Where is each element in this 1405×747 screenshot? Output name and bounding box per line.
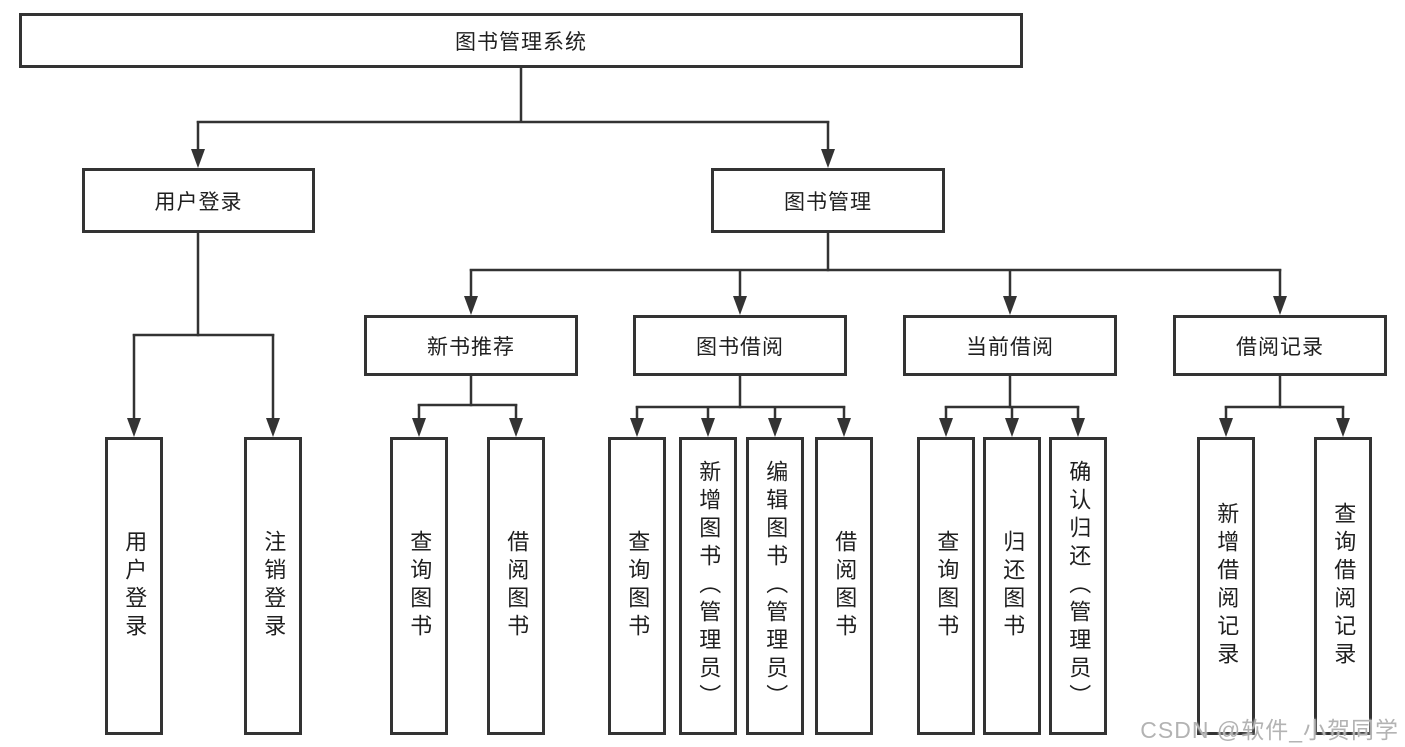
leaf-return-books: 归还图书 bbox=[983, 437, 1041, 735]
node-new-book-recommend-label: 新书推荐 bbox=[427, 335, 515, 359]
leaf-edit-books-admin-label: 编辑图书（管理员） bbox=[763, 460, 789, 712]
node-user-login-label: 用户登录 bbox=[154, 190, 243, 214]
leaf-query-borrow-record-label: 查询借阅记录 bbox=[1331, 502, 1357, 670]
node-new-book-recommend: 新书推荐 bbox=[364, 315, 578, 376]
node-book-borrow: 图书借阅 bbox=[633, 315, 847, 376]
leaf-add-borrow-record-label: 新增借阅记录 bbox=[1214, 502, 1240, 670]
leaf-logout: 注销登录 bbox=[244, 437, 302, 735]
leaf-newbook-query-books-label: 查询图书 bbox=[407, 530, 433, 642]
leaf-borrow-query-books: 查询图书 bbox=[608, 437, 666, 735]
leaf-query-borrow-record: 查询借阅记录 bbox=[1314, 437, 1372, 735]
node-borrow-records: 借阅记录 bbox=[1173, 315, 1387, 376]
leaf-user-login: 用户登录 bbox=[105, 437, 163, 735]
leaf-newbook-query-books: 查询图书 bbox=[390, 437, 448, 735]
leaf-add-borrow-record: 新增借阅记录 bbox=[1197, 437, 1255, 735]
node-user-login: 用户登录 bbox=[82, 168, 315, 233]
node-borrow-records-label: 借阅记录 bbox=[1236, 335, 1324, 359]
node-current-borrow-label: 当前借阅 bbox=[966, 335, 1054, 359]
leaf-add-books-admin-label: 新增图书（管理员） bbox=[696, 460, 722, 712]
leaf-add-books-admin: 新增图书（管理员） bbox=[679, 437, 737, 735]
leaf-borrow-query-books-label: 查询图书 bbox=[625, 530, 651, 642]
leaf-borrow-books: 借阅图书 bbox=[815, 437, 873, 735]
leaf-edit-books-admin: 编辑图书（管理员） bbox=[746, 437, 804, 735]
leaf-confirm-return-admin-label: 确认归还（管理员） bbox=[1066, 460, 1092, 712]
leaf-newbook-borrow-books-label: 借阅图书 bbox=[504, 530, 530, 642]
node-book-borrow-label: 图书借阅 bbox=[696, 335, 784, 359]
csdn-watermark: CSDN @软件_小贺同学 bbox=[1140, 717, 1399, 743]
leaf-current-query-books-label: 查询图书 bbox=[934, 530, 960, 642]
leaf-newbook-borrow-books: 借阅图书 bbox=[487, 437, 545, 735]
leaf-current-query-books: 查询图书 bbox=[917, 437, 975, 735]
leaf-borrow-books-label: 借阅图书 bbox=[832, 530, 858, 642]
node-root-system: 图书管理系统 bbox=[19, 13, 1023, 68]
node-current-borrow: 当前借阅 bbox=[903, 315, 1117, 376]
leaf-user-login-label: 用户登录 bbox=[122, 530, 148, 642]
node-book-management-label: 图书管理 bbox=[784, 190, 872, 214]
node-root-label: 图书管理系统 bbox=[455, 30, 587, 54]
leaf-logout-label: 注销登录 bbox=[261, 530, 287, 642]
leaf-confirm-return-admin: 确认归还（管理员） bbox=[1049, 437, 1107, 735]
node-book-management: 图书管理 bbox=[711, 168, 945, 233]
leaf-return-books-label: 归还图书 bbox=[1000, 530, 1026, 642]
